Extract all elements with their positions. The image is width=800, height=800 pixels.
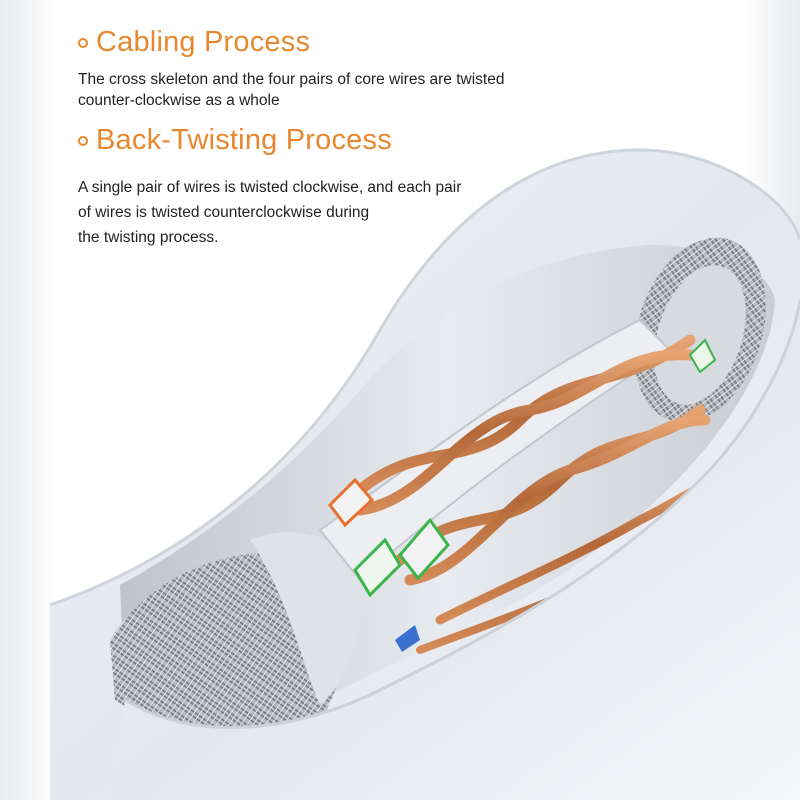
heading-text: Back-Twisting Process [96,124,392,156]
back-twisting-process-heading: Back-Twisting Process [78,124,461,157]
circle-bullet-icon [78,135,88,146]
cable-jacket-lip [110,300,800,800]
foil-inner-near [250,532,361,705]
cabling-process-heading: Cabling Process [78,26,504,59]
description-line: A single pair of wires is twisted clockw… [78,179,462,196]
cable-jacket-edge [49,148,800,607]
description-line: The cross skeleton and the four pairs of… [78,71,505,88]
back-twisting-process-description: A single pair of wires is twisted clockw… [78,175,461,250]
foil-inner-far [654,265,746,405]
back-twisting-process-section: Back-Twisting Process A single pair of w… [78,124,461,250]
cabling-process-section: Cabling Process The cross skeleton and t… [78,26,504,111]
description-line: counter-clockwise as a whole [78,92,280,109]
cabling-process-description: The cross skeleton and the four pairs of… [78,69,504,111]
pair-insulation-tips [328,338,717,652]
circle-bullet-icon [78,37,88,48]
heading-text: Cabling Process [96,26,311,58]
description-line: the twisting process. [78,229,219,246]
description-line: of wires is twisted counterclockwise dur… [78,204,370,221]
